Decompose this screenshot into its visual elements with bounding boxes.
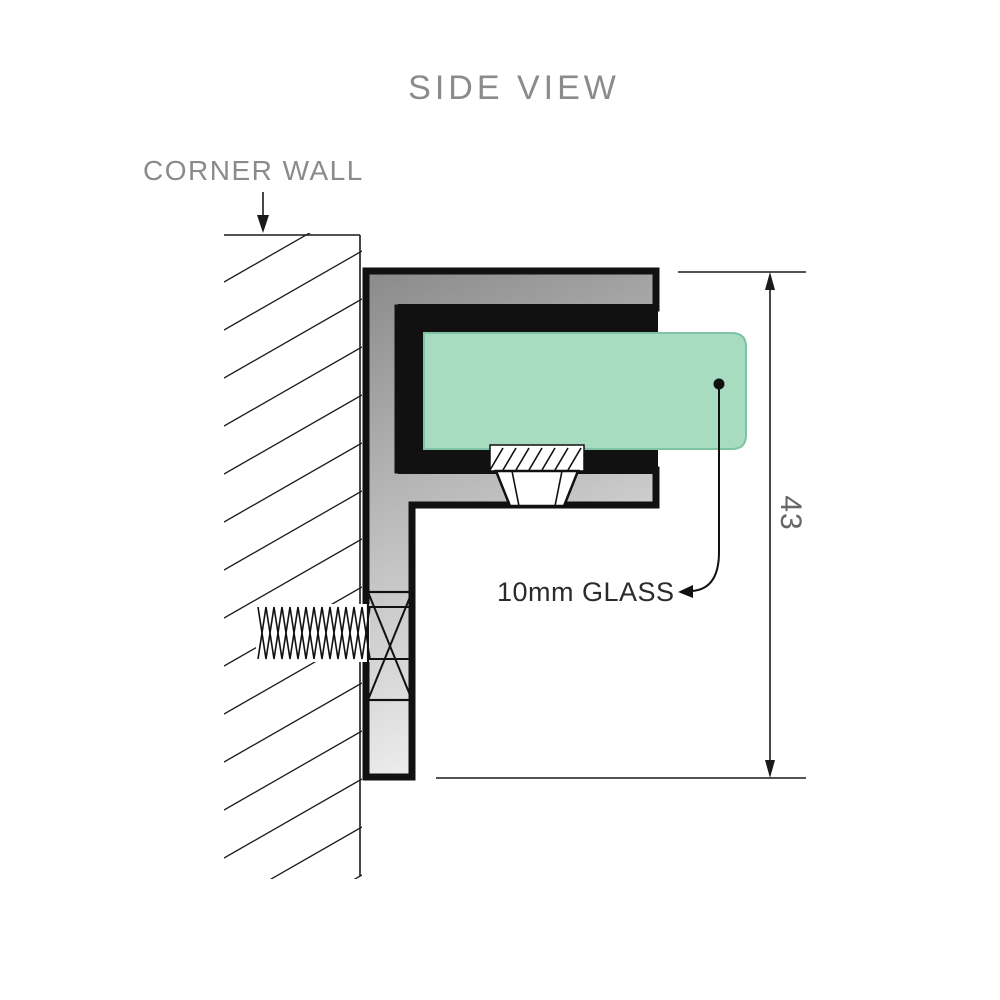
glass-label: 10mm GLASS (497, 577, 675, 607)
glass-panel (423, 332, 747, 450)
wall-hatching (224, 233, 362, 879)
grub-screw (489, 444, 585, 508)
leader-arrowhead (678, 585, 693, 598)
height-dimension (436, 271, 806, 779)
corner-wall-label: CORNER WALL (143, 155, 364, 186)
wall-fixing-screw (256, 590, 414, 702)
channel-gasket (398, 304, 658, 474)
dimension-value: 43 (774, 495, 807, 530)
glass-leader (678, 378, 725, 598)
corner-wall-arrow (257, 192, 269, 233)
page-title: SIDE VIEW (408, 69, 620, 107)
